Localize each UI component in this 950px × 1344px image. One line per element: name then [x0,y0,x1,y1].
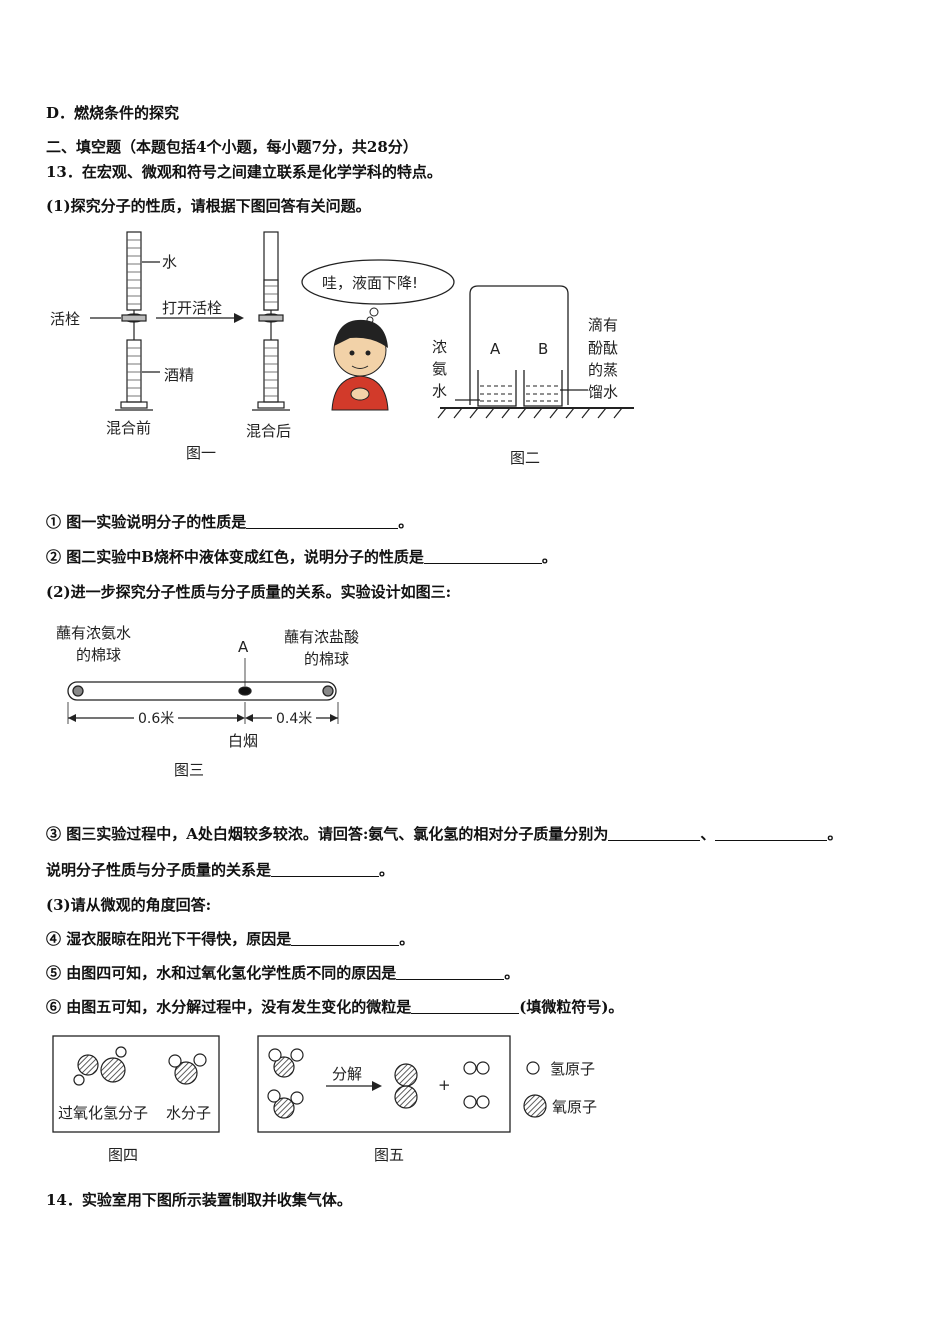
label-distance-right: 0.4米 [276,711,312,727]
section-heading: 二、填空题（本题包括4个小题，每小题7分，共28分） [46,138,418,156]
label-water: 水 [162,253,177,271]
label-open-stopcock: 打开活栓 [162,299,222,317]
punctuation: 。 [541,548,557,566]
bell-jar [437,285,634,419]
question-text: ⑤ 由图四可知，水和过氧化氢化学性质不同的原因是 [46,964,397,982]
answer-blank[interactable] [246,514,399,529]
label-left-cotton-1: 蘸有浓氨水 [56,624,131,642]
label-phenol-4: 馏水 [588,383,618,401]
question-text: ⑥ 由图五可知，水分解过程中，没有发生变化的微粒是 [46,998,412,1016]
question-text: ② 图二实验中B烧杯中液体变成红色，说明分子的性质是 [46,548,424,566]
label-bg [134,710,178,726]
answer-blank[interactable] [396,965,505,980]
label-right-cotton-2: 的棉球 [304,650,349,668]
label-ammonia-1: 浓 [432,338,447,356]
punctuation: 。 [379,861,395,879]
label-alcohol: 酒精 [164,366,194,384]
question-text: ① 图一实验说明分子的性质是 [46,513,247,531]
arrow-right-icon [326,1081,382,1091]
punctuation: (填微粒符号)。 [519,998,624,1016]
label-distance-left: 0.6米 [138,711,174,727]
punctuation: 、 [700,825,716,843]
hydrogen-molecule-icon [463,1061,490,1075]
label-decompose: 分解 [332,1065,362,1083]
punctuation: 。 [504,964,520,982]
question-13-stem: 13．在宏观、微观和符号之间建立联系是化学学科的特点。 [46,163,442,181]
label-ammonia-3: 水 [432,382,447,400]
legend-hydrogen: 氢原子 [550,1060,595,1078]
hydrogen-molecule-icon [463,1095,490,1109]
student-cartoon-icon [331,319,389,411]
punctuation: 。 [398,513,414,531]
water-molecule-icon [268,1048,304,1078]
label-before: 混合前 [106,419,151,437]
label-beaker-a: A [490,340,501,358]
question-line-6: ⑥ 由图五可知，水分解过程中，没有发生变化的微粒是 (填微粒符号)。 [46,997,623,1017]
answer-blank[interactable] [715,826,828,841]
label-bg [272,710,316,726]
thought-bubble [301,259,455,324]
tube-before [90,231,160,411]
figure-3: 蘸有浓氨水 的棉球 A 蘸有浓盐酸 的棉球 0.6米 0.4米 白烟 图三 [56,624,359,779]
tube-after [252,231,290,411]
subquestion-1: (1)探究分子的性质，请根据下图回答有关问题。 [46,197,371,215]
arrow-right-icon [156,313,244,323]
subquestion-3: (3)请从微观的角度回答: [46,896,212,914]
label-phenol-1: 滴有 [588,316,618,334]
hydrogen-peroxide-molecule-icon [73,1046,127,1086]
label-phenol-2: 酚酞 [588,339,618,357]
option-d: D．燃烧条件的探究 [46,104,180,122]
question-line-3: ③ 图三实验过程中，A处白烟较多较浓。请回答:氨气、氯化氢的相对分子质量分别为 、… [46,824,842,844]
label-stopcock: 活栓 [50,310,80,328]
figure-1-2: 水 活栓 酒精 混合前 打开活栓 混合后 图一 哇，液面下降! [50,231,634,467]
answer-blank[interactable] [271,862,380,877]
figure-4-caption: 图四 [108,1146,138,1164]
question-text: 说明分子性质与分子质量的关系是 [46,861,272,879]
label-after: 混合后 [246,422,291,440]
figure-1-caption: 图一 [186,444,216,462]
water-molecule-icon [267,1089,304,1119]
label-phenol-3: 的蒸 [588,361,618,379]
question-line-3b: 说明分子性质与分子质量的关系是 。 [46,860,394,880]
bubble-text: 哇，液面下降! [322,274,418,292]
punctuation: 。 [399,930,415,948]
plus-sign: + [438,1076,451,1094]
water-molecule-icon [168,1053,207,1085]
glass-tube [67,658,339,724]
label-left-cotton-2: 的棉球 [76,646,121,664]
hydrogen-atom-icon [526,1061,540,1075]
answer-blank[interactable] [291,931,400,946]
label-ammonia-2: 氨 [432,360,447,378]
label-right-cotton-1: 蘸有浓盐酸 [284,628,359,646]
punctuation: 。 [827,825,843,843]
legend-oxygen: 氧原子 [552,1098,597,1116]
subquestion-2: (2)进一步探究分子性质与分子质量的关系。实验设计如图三: [46,583,452,601]
question-line-1: ① 图一实验说明分子的性质是 。 [46,512,413,532]
answer-blank[interactable] [423,549,542,564]
question-line-5: ⑤ 由图四可知，水和过氧化氢化学性质不同的原因是 。 [46,963,519,983]
label-beaker-b: B [538,340,548,358]
figure-2-caption: 图二 [510,449,540,467]
question-text: ④ 湿衣服晾在阳光下干得快，原因是 [46,930,292,948]
figure-4-5: 过氧化氢分子 水分子 图四 分解 + 图五 氢原子 氧原子 [52,1035,597,1164]
label-white-smoke: 白烟 [228,732,258,750]
label-water-molecule: 水分子 [166,1104,211,1122]
answer-blank[interactable] [608,826,701,841]
label-point-a: A [238,638,249,656]
figure-5-caption: 图五 [374,1146,404,1164]
oxygen-molecule-icon [394,1063,418,1109]
arrow-icon [68,714,338,722]
question-14-stem: 14．实验室用下图所示装置制取并收集气体。 [46,1191,352,1209]
answer-blank[interactable] [411,999,520,1014]
oxygen-atom-icon [523,1094,547,1118]
question-text: ③ 图三实验过程中，A处白烟较多较浓。请回答:氨气、氯化氢的相对分子质量分别为 [46,825,609,843]
question-line-4: ④ 湿衣服晾在阳光下干得快，原因是 。 [46,929,414,949]
question-line-2: ② 图二实验中B烧杯中液体变成红色，说明分子的性质是 。 [46,547,557,567]
figure-3-caption: 图三 [174,761,204,779]
label-h2o2-molecule: 过氧化氢分子 [58,1104,148,1122]
